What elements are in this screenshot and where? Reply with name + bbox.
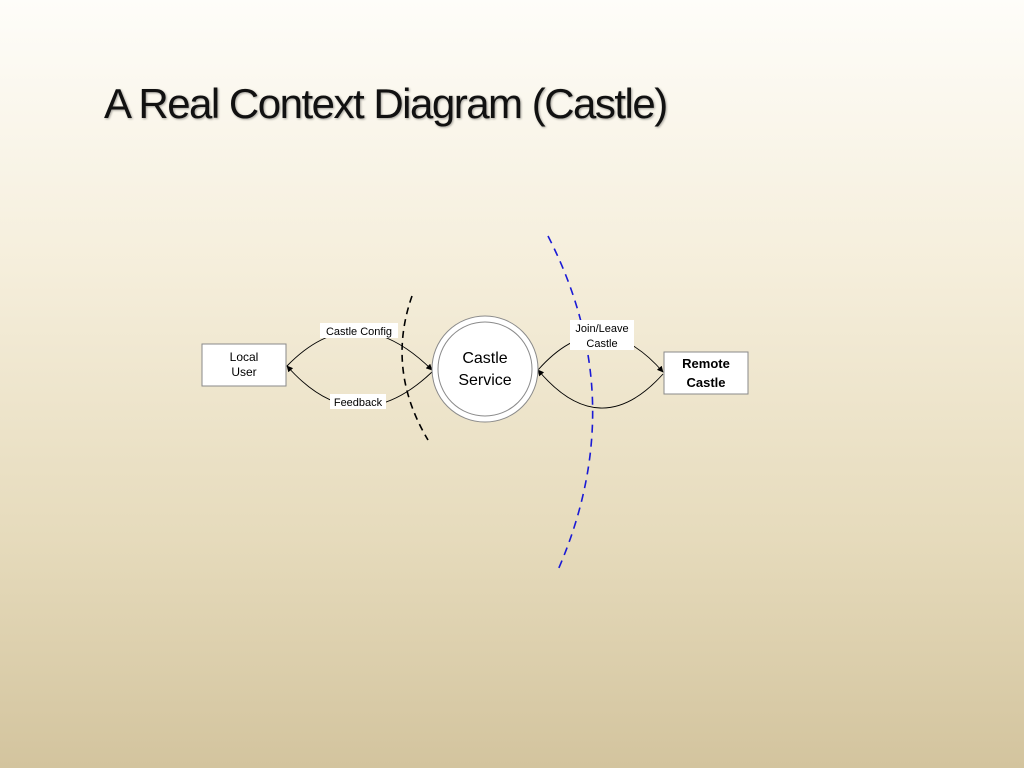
local-user-label-line2: User	[231, 365, 256, 379]
local-boundary-line	[401, 295, 429, 441]
remote-castle-label-line1: Remote	[682, 356, 730, 371]
local-user-label-line1: Local	[230, 350, 259, 364]
feedback-flow-label: Feedback	[330, 394, 386, 409]
svg-text:Castle: Castle	[586, 338, 617, 350]
remote-return-flow-arrow	[537, 369, 664, 409]
castle-service-label-line1: Castle	[462, 350, 507, 367]
local-user-entity: Local User	[201, 343, 287, 387]
castle-service-label-line2: Service	[458, 372, 511, 389]
castle-service-process: Castle Service	[431, 315, 539, 423]
remote-boundary-line	[547, 235, 594, 571]
svg-text:Feedback: Feedback	[334, 397, 383, 409]
svg-text:Join/Leave: Join/Leave	[575, 323, 628, 335]
remote-castle-label-line2: Castle	[686, 375, 725, 390]
remote-castle-entity: Remote Castle	[663, 351, 749, 395]
svg-text:Castle Config: Castle Config	[326, 326, 392, 338]
castle-config-flow-label: Castle Config	[320, 323, 398, 338]
join-leave-flow-label: Join/Leave Castle	[570, 320, 634, 350]
slide-title: A Real Context Diagram (Castle)	[104, 80, 668, 127]
